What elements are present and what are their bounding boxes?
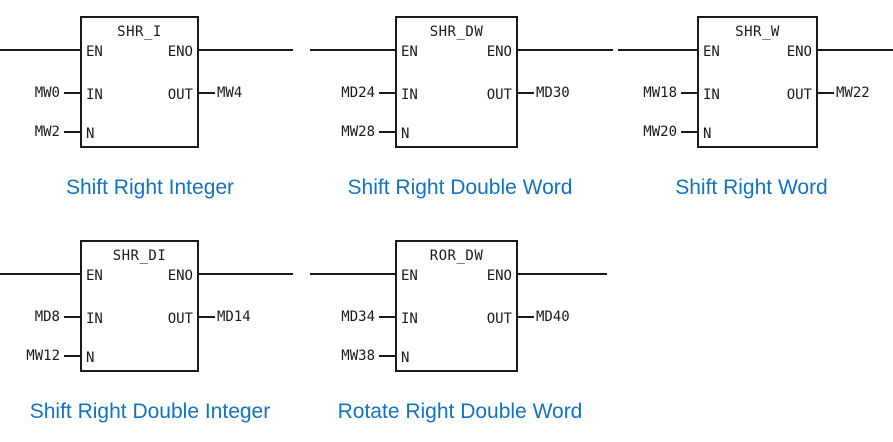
operand-n[interactable]: MW20 [643,124,677,140]
operand-out[interactable]: MD30 [536,85,570,101]
pin-out: OUT [786,87,812,103]
pin-eno: ENO [786,44,812,60]
operand-out[interactable]: MW22 [836,85,870,101]
function-block-shr-w[interactable]: SHR_W EN ENO IN OUT N MW18 MW20 MW22 Shi… [610,0,893,210]
pin-in: IN [401,311,418,327]
pin-in: IN [86,311,103,327]
function-block-ror-dw[interactable]: ROR_DW EN ENO IN OUT N MD34 MW38 MD40 Ro… [300,224,620,442]
pin-in: IN [401,87,418,103]
en-rail-wire [0,273,81,275]
block-caption: Shift Right Double Integer [29,400,271,423]
out-connector-wire [517,92,534,94]
eno-rail-wire [517,273,607,275]
out-connector-wire [198,316,215,318]
eno-rail-wire [817,49,893,51]
function-block-box[interactable]: SHR_I EN ENO IN OUT N [80,16,199,148]
n-connector-wire [64,131,81,133]
operand-in[interactable]: MD24 [341,85,375,101]
pin-n: N [401,350,410,366]
pin-eno: ENO [486,268,512,284]
pin-in: IN [86,87,103,103]
en-rail-wire [310,273,396,275]
n-connector-wire [681,131,698,133]
pin-n: N [703,126,712,142]
operand-n[interactable]: MW12 [26,348,60,364]
function-block-box[interactable]: SHR_DW EN ENO IN OUT N [395,16,518,148]
function-block-box[interactable]: SHR_DI EN ENO IN OUT N [80,240,199,372]
in-connector-wire [379,92,396,94]
pin-en: EN [86,268,103,284]
pin-out: OUT [486,311,512,327]
operand-out[interactable]: MD14 [217,309,251,325]
function-block-shr-dw[interactable]: SHR_DW EN ENO IN OUT N MD24 MW28 MD30 Sh… [300,0,620,210]
operand-out[interactable]: MW4 [217,85,243,101]
out-connector-wire [817,92,834,94]
out-connector-wire [198,92,215,94]
eno-rail-wire [198,49,293,51]
n-connector-wire [379,355,396,357]
en-rail-wire [0,49,81,51]
operand-in[interactable]: MD8 [34,309,60,325]
out-connector-wire [517,316,534,318]
operand-in[interactable]: MW0 [34,85,60,101]
in-connector-wire [681,92,698,94]
block-caption: Shift Right Double Word [347,176,573,199]
pin-in: IN [703,87,720,103]
en-rail-wire [310,49,396,51]
en-rail-wire [618,49,698,51]
operand-n[interactable]: MW38 [341,348,375,364]
function-block-name: SHR_W [735,24,780,40]
eno-rail-wire [198,273,293,275]
in-connector-wire [64,316,81,318]
in-connector-wire [379,316,396,318]
block-caption: Shift Right Word [675,176,828,199]
block-caption: Rotate Right Double Word [337,400,583,423]
block-caption: Shift Right Integer [65,176,235,199]
operand-out[interactable]: MD40 [536,309,570,325]
operand-in[interactable]: MW18 [643,85,677,101]
pin-en: EN [703,44,720,60]
function-block-name: SHR_DW [429,24,484,40]
pin-eno: ENO [167,44,193,60]
pin-en: EN [401,268,418,284]
function-block-shr-di[interactable]: SHR_DI EN ENO IN OUT N MD8 MW12 MD14 Shi… [0,224,300,442]
pin-n: N [86,350,95,366]
function-block-box[interactable]: ROR_DW EN ENO IN OUT N [395,240,518,372]
pin-eno: ENO [167,268,193,284]
function-block-name: SHR_DI [112,248,167,264]
pin-out: OUT [486,87,512,103]
operand-n[interactable]: MW28 [341,124,375,140]
in-connector-wire [64,92,81,94]
function-block-name: SHR_I [117,24,162,40]
pin-en: EN [86,44,103,60]
eno-rail-wire [517,49,613,51]
function-block-name: ROR_DW [429,248,484,264]
function-block-shr-i[interactable]: SHR_I EN ENO IN OUT N MW0 MW2 MW4 Shift … [0,0,300,210]
n-connector-wire [64,355,81,357]
pin-n: N [86,126,95,142]
n-connector-wire [379,131,396,133]
pin-out: OUT [167,311,193,327]
pin-en: EN [401,44,418,60]
function-block-box[interactable]: SHR_W EN ENO IN OUT N [697,16,818,148]
pin-n: N [401,126,410,142]
operand-in[interactable]: MD34 [341,309,375,325]
pin-eno: ENO [486,44,512,60]
pin-out: OUT [167,87,193,103]
operand-n[interactable]: MW2 [34,124,60,140]
